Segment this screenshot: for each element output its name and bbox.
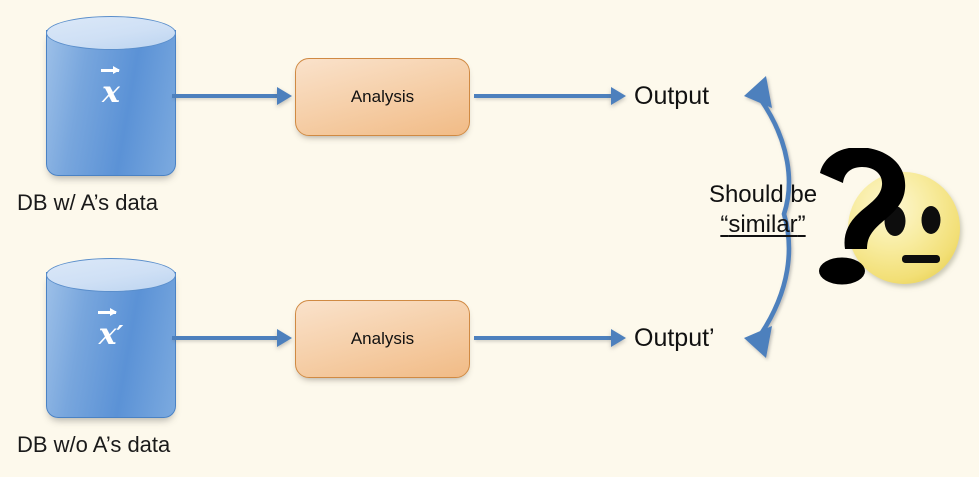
vector-x-glyph: x (102, 75, 120, 110)
comparison-note-line2: “similar” (688, 210, 838, 240)
cylinder-body (46, 272, 176, 418)
database-caption-bottom: DB w/o A’s data (17, 432, 171, 457)
output-label-top: Output (634, 82, 710, 110)
confused-face-emoji (819, 148, 960, 285)
comparison-note: Should be “similar” (688, 180, 838, 240)
cylinder-body (46, 30, 176, 176)
comparison-note-emphasis: similar (728, 211, 798, 239)
analysis-box-top[interactable]: Analysis (295, 58, 470, 136)
arrow-db-to-analysis-top (172, 87, 292, 105)
analysis-box-label-bottom: Analysis (350, 329, 415, 348)
database-caption-top: DB w/ A’s data (17, 190, 159, 215)
emoji-mouth (902, 255, 940, 263)
arrow-analysis-to-output-bottom (474, 329, 626, 347)
vector-prime-glyph: ′ (116, 321, 124, 351)
arrow-analysis-to-output-top (474, 87, 626, 105)
arrow-db-to-analysis-bottom (172, 329, 292, 347)
database-cylinder-top: x (46, 16, 176, 176)
double-headed-curved-arrow-icon (744, 76, 792, 358)
quote-open: “ (720, 211, 729, 239)
question-mark-glyph (819, 148, 906, 285)
comparison-note-line1: Should be (708, 181, 818, 208)
database-cylinder-bottom: x′ (46, 258, 176, 418)
output-label-bottom: Output’ (634, 324, 715, 352)
analysis-box-bottom[interactable]: Analysis (295, 300, 470, 378)
vector-x-glyph: x (98, 317, 117, 352)
cylinder-vector-label-bottom: x′ (46, 308, 176, 352)
analysis-box-label-top: Analysis (350, 87, 415, 106)
cylinder-vector-label-top: x (46, 66, 176, 110)
quote-close: ” (797, 211, 806, 239)
emoji-right-eye (921, 206, 941, 234)
cylinder-top-ellipse (46, 16, 176, 50)
cylinder-top-ellipse (46, 258, 176, 292)
